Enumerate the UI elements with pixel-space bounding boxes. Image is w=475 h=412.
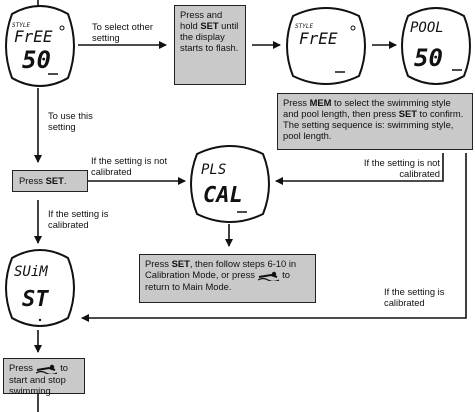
svg-text:SUiM: SUiM bbox=[14, 264, 48, 280]
press-set-box: Press SET. bbox=[12, 170, 88, 192]
svg-text:50: 50 bbox=[22, 46, 51, 74]
not-calibrated-right-label: If the setting is not calibrated bbox=[363, 157, 440, 179]
watch-display-free: STYLE FrEE bbox=[283, 6, 369, 86]
svg-text:FrEE: FrEE bbox=[299, 29, 338, 48]
svg-text:50: 50 bbox=[414, 44, 443, 72]
watch-display-pool-50: POOL 50 bbox=[398, 6, 474, 86]
svg-text:FrEE: FrEE bbox=[14, 27, 53, 46]
press-hold-set-box: Press and hold SET until the display sta… bbox=[174, 5, 246, 85]
arrow-mem-to-pls-cal bbox=[275, 153, 444, 185]
to-use-setting-label: To use this setting bbox=[48, 110, 93, 132]
arrow-calibrated-to-swim-st bbox=[81, 153, 467, 322]
watch-display-free-50: STYLE FrEE 50 bbox=[2, 4, 78, 88]
calibrated-left-label: If the setting is calibrated bbox=[48, 208, 109, 230]
svg-text:PLS: PLS bbox=[201, 162, 226, 178]
watch-display-pls-cal: PLS CAL bbox=[187, 144, 273, 224]
select-other-label: To select other setting bbox=[92, 21, 153, 43]
swimmer-icon bbox=[257, 271, 279, 282]
svg-text:ST: ST bbox=[22, 287, 49, 312]
calibrated-right-label: If the setting is calibrated bbox=[384, 286, 445, 308]
calibration-instruction-box: Press SET, then follow steps 6-10 in Cal… bbox=[139, 254, 316, 303]
swimmer-icon bbox=[35, 364, 57, 375]
svg-text:POOL: POOL bbox=[410, 20, 444, 36]
svg-text:CAL: CAL bbox=[203, 183, 243, 208]
not-calibrated-left-label: If the setting is not calibrated bbox=[91, 155, 168, 177]
svg-text:STYLE: STYLE bbox=[295, 23, 313, 30]
press-mem-instruction-box: Press MEM to select the swimming style a… bbox=[277, 93, 473, 150]
style-badge: STYLE bbox=[12, 22, 30, 29]
start-stop-box: Press to start and stop swimming. bbox=[3, 358, 85, 395]
watch-display-swim-st: SUiM ST bbox=[2, 248, 78, 328]
